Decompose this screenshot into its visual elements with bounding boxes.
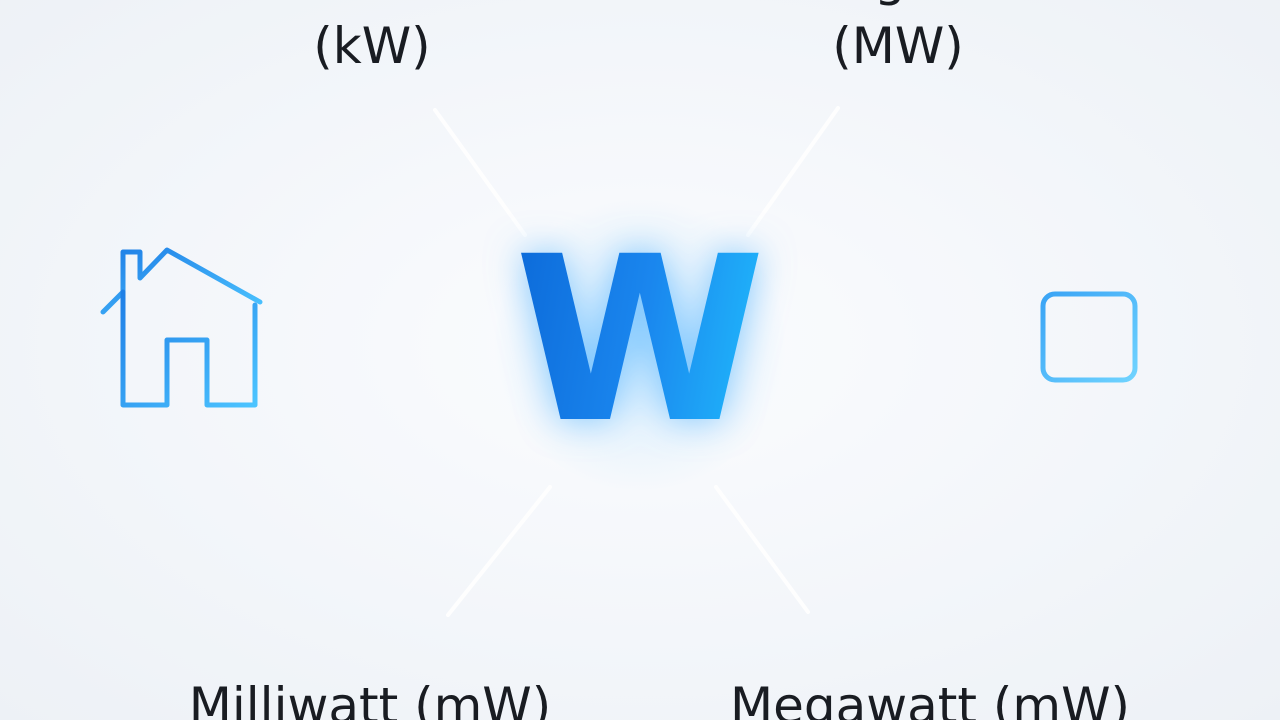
ray-top-left — [433, 108, 527, 237]
house-icon — [100, 247, 263, 408]
label-megawatt-top: (MW) — [832, 17, 964, 75]
center-glow — [495, 200, 785, 490]
label-milliwatt: Milliwatt (mW) — [188, 677, 552, 720]
label-megawatt-bottom: Megawatt (mW) — [729, 677, 1131, 720]
label-top-right-fragment: g — [820, 0, 960, 8]
ray-top-right — [746, 106, 840, 237]
watt-symbol: W — [495, 215, 785, 465]
label-kilowatt: (kW) — [313, 17, 431, 75]
chip-icon — [1012, 267, 1168, 413]
ray-bottom-left — [446, 485, 552, 617]
ray-bottom-right — [714, 485, 810, 614]
